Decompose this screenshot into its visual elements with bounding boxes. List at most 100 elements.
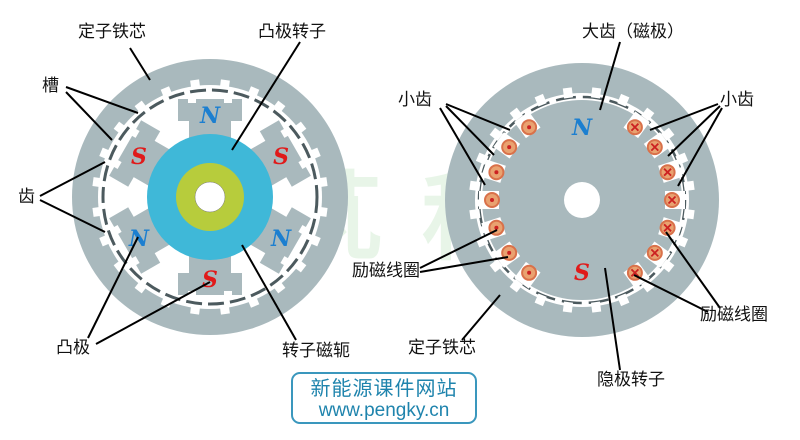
right-stator-slot — [590, 301, 602, 313]
coil-cross-mark — [663, 168, 672, 177]
coil-dot-center — [527, 125, 532, 130]
right-stator-slot — [562, 87, 574, 99]
right-stator-slot — [469, 208, 481, 220]
right-stator-slot — [469, 180, 481, 192]
label-tooth: 齿 — [18, 187, 35, 207]
right-stator-slot — [675, 152, 689, 165]
coil-cross-mark — [650, 248, 659, 258]
left-stator-slot — [316, 177, 328, 188]
pole-letter-s: S — [131, 144, 147, 170]
right-stator-slot — [534, 293, 547, 307]
left-stator-slot-shape — [134, 100, 148, 115]
left-stator-slot-shape — [316, 206, 328, 217]
label-salient-pole: 凸极 — [56, 338, 90, 358]
right-stator-slot-shape — [590, 87, 602, 99]
label-cylindrical-rotor: 隐极转子 — [597, 370, 665, 390]
badge-url[interactable]: www.pengky.cn — [318, 400, 450, 421]
coil-cross-mark — [650, 142, 659, 152]
coil-cross-mark — [663, 223, 672, 232]
leader-line — [65, 91, 113, 141]
coil-dot-center — [490, 198, 494, 202]
pole-letter-s: S — [202, 267, 218, 293]
leader-line — [461, 294, 501, 341]
pole-notch — [280, 128, 289, 138]
left-stator-slot — [316, 206, 328, 217]
leader-line — [419, 256, 509, 273]
pole-shoe — [109, 207, 161, 274]
right-stator-slot-shape — [675, 235, 689, 248]
leader-line — [633, 274, 709, 313]
leader-line — [667, 105, 721, 157]
right-stator-slot — [509, 278, 523, 293]
coil-cross-mark — [630, 268, 640, 277]
pole-shoe — [259, 207, 311, 274]
right-stator-slot-shape — [683, 208, 695, 220]
right-stator-slot-shape — [469, 180, 481, 192]
leader-line — [419, 229, 498, 269]
left-stator-slot — [219, 303, 230, 315]
leader-line — [649, 103, 719, 131]
pole-shoe — [178, 273, 242, 295]
leader-line — [445, 105, 495, 156]
right-stator-slot — [509, 107, 523, 122]
leader-line — [129, 47, 151, 81]
right-stator-slot — [675, 235, 689, 248]
leader-line — [95, 281, 211, 345]
label-stator-core-right: 定子铁芯 — [408, 338, 476, 358]
right-stator-slot-shape — [683, 180, 695, 192]
pole-notch — [131, 256, 140, 266]
right-stator-slot — [641, 278, 655, 293]
pole-notch — [113, 159, 122, 170]
right-stator-slot-shape — [509, 107, 523, 122]
leader-line — [231, 41, 301, 151]
pole-letter-n: N — [199, 103, 221, 129]
right-stator-slot — [590, 87, 602, 99]
left-stator-slot — [190, 303, 201, 315]
left-stator-slot-shape — [219, 303, 230, 315]
left-stator-slot-shape — [247, 86, 260, 99]
coil-dot-center — [507, 145, 512, 150]
right-stator-slot — [617, 93, 630, 107]
left-stator-slot — [99, 234, 112, 247]
rotor-pole-letter-s: S — [574, 260, 590, 286]
pole-notch — [298, 224, 307, 235]
right-stator-slot — [489, 127, 504, 141]
label-field-coil-left: 励磁线圈 — [352, 261, 420, 281]
left-stator-slot-shape — [219, 79, 230, 91]
right-stator-slot-shape — [562, 87, 574, 99]
rotor-shaft-hole — [564, 182, 600, 218]
label-slot: 槽 — [42, 76, 59, 96]
badge-title: 新能源课件网站 — [310, 376, 458, 400]
left-stator-slot — [134, 279, 148, 294]
pole-notch — [298, 159, 307, 170]
left-stator-slot-shape — [190, 79, 201, 91]
coil-dot-center — [527, 270, 532, 275]
left-stator-slot-shape — [160, 86, 173, 99]
left-stator-slot — [308, 234, 321, 247]
right-stator-slot — [660, 127, 675, 141]
right-stator-slot — [660, 259, 675, 273]
pole-letter-n: N — [128, 226, 150, 252]
pole-shoe — [109, 120, 161, 187]
left-stator-slot-shape — [99, 147, 112, 160]
leader-line — [39, 199, 106, 233]
leader-line — [241, 244, 297, 341]
pole-shoe — [259, 120, 311, 187]
left-stator-slot-shape — [92, 177, 104, 188]
right-stator-slot-shape — [641, 278, 655, 293]
left-stator-slot — [134, 100, 148, 115]
pole-shoe — [178, 99, 242, 121]
right-stator-slot-shape — [509, 278, 523, 293]
left-stator-slot — [190, 79, 201, 91]
left-stator-slot — [247, 295, 260, 308]
left-stator-slot — [160, 86, 173, 99]
left-stator-slot-shape — [308, 234, 321, 247]
label-field-coil-right: 励磁线圈 — [700, 305, 768, 325]
website-badge[interactable]: 新能源课件网站 www.pengky.cn — [291, 372, 477, 424]
right-stator-slot-shape — [534, 293, 547, 307]
left-stator-slot-shape — [92, 206, 104, 217]
leader-line — [604, 267, 621, 371]
rotor-pole-letter-n: N — [571, 115, 593, 141]
leader-line — [39, 161, 106, 197]
